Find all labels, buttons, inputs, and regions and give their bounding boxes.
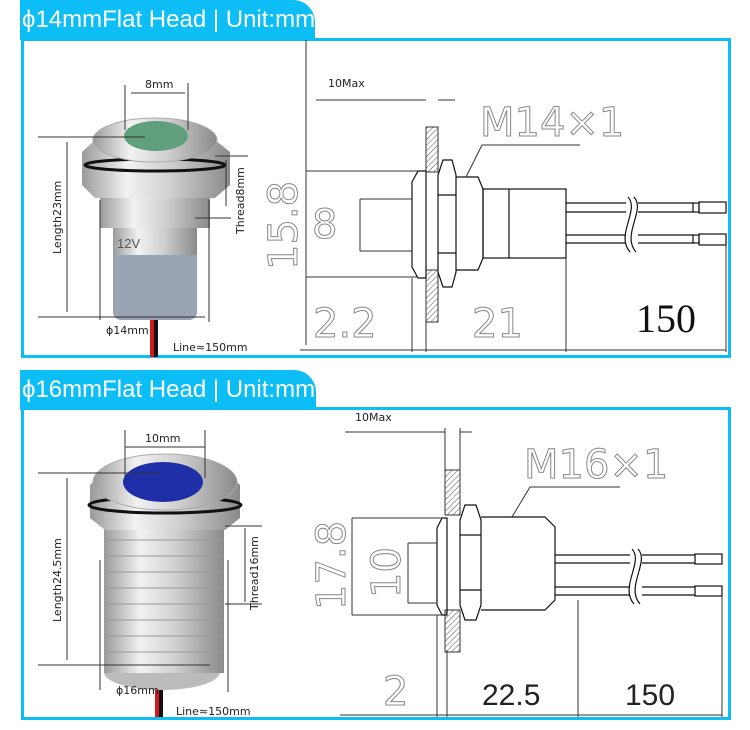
body-length-dimension: 21	[472, 301, 523, 347]
bezel-dimension: 2	[383, 669, 408, 715]
black-wire	[154, 300, 158, 357]
thread	[104, 525, 224, 673]
panel-2-title: ϕ16mmFlat Head | Unit:mm	[22, 376, 316, 403]
height-dimension: 17.8	[309, 521, 355, 610]
panel-2-product-photo	[87, 453, 243, 718]
diameter-dimension: ϕ16mm	[116, 684, 159, 697]
panel-1-technical-drawing: 10Max 15.8 8 M14×1 2.2 21 150	[261, 40, 727, 352]
thread-spec-label: M16×1	[524, 442, 668, 488]
panel-2-frame	[21, 407, 731, 720]
thread-spec-label: M14×1	[480, 100, 624, 146]
panel-1-frame	[21, 38, 731, 358]
thread-dimension: Thread16mm	[248, 536, 261, 611]
thread	[100, 195, 210, 228]
red-wire	[150, 300, 154, 357]
panel-1-title-tab: ϕ14mmFlat Head | Unit:mm	[20, 0, 315, 40]
lens-dimension: 10mm	[145, 432, 180, 445]
bezel-dimension: 2.2	[313, 301, 377, 347]
wire-length-dimension: 150	[625, 679, 675, 712]
panel-1-product-photo: 12V	[82, 117, 230, 357]
panel-1-title: ϕ14mmFlat Head | Unit:mm	[22, 6, 316, 33]
panel-2-technical-drawing: 10Max 17.8 10 M16×1 2 22.5 150	[309, 411, 723, 718]
voltage-label: 12V	[117, 236, 140, 251]
max-panel-thickness: 10Max	[355, 411, 392, 424]
thread-dimension: Thread8mm	[234, 167, 247, 235]
max-panel-thickness: 10Max	[328, 77, 365, 90]
wire-length-dimension: 150	[636, 296, 696, 341]
green-lens	[124, 121, 188, 151]
body-length-dimension: 22.5	[482, 679, 540, 712]
height-dimension: 15.8	[261, 181, 307, 270]
lens-dimension: 8mm	[145, 78, 173, 91]
lens-diameter-dimension: 10	[364, 547, 410, 598]
panel-2-title-tab: ϕ16mmFlat Head | Unit:mm	[20, 370, 316, 410]
length-dimension: Length24.5mm	[51, 538, 64, 622]
wire-length-label: Line≈150mm	[173, 341, 248, 354]
lens-diameter-dimension: 8	[312, 202, 337, 248]
blue-lens	[123, 462, 203, 502]
panel-1-photo-dimensions: 8mm Length23mm ϕ14mm Thread8mm Line≈150m…	[38, 78, 248, 354]
panel-2-photo-dimensions: 10mm Length24.5mm ϕ16mm Thread16mm Line≈…	[38, 430, 262, 718]
wire-length-label: Line≈150mm	[176, 705, 251, 718]
length-dimension: Length23mm	[51, 181, 64, 254]
diameter-dimension: ϕ14mm	[106, 324, 149, 337]
